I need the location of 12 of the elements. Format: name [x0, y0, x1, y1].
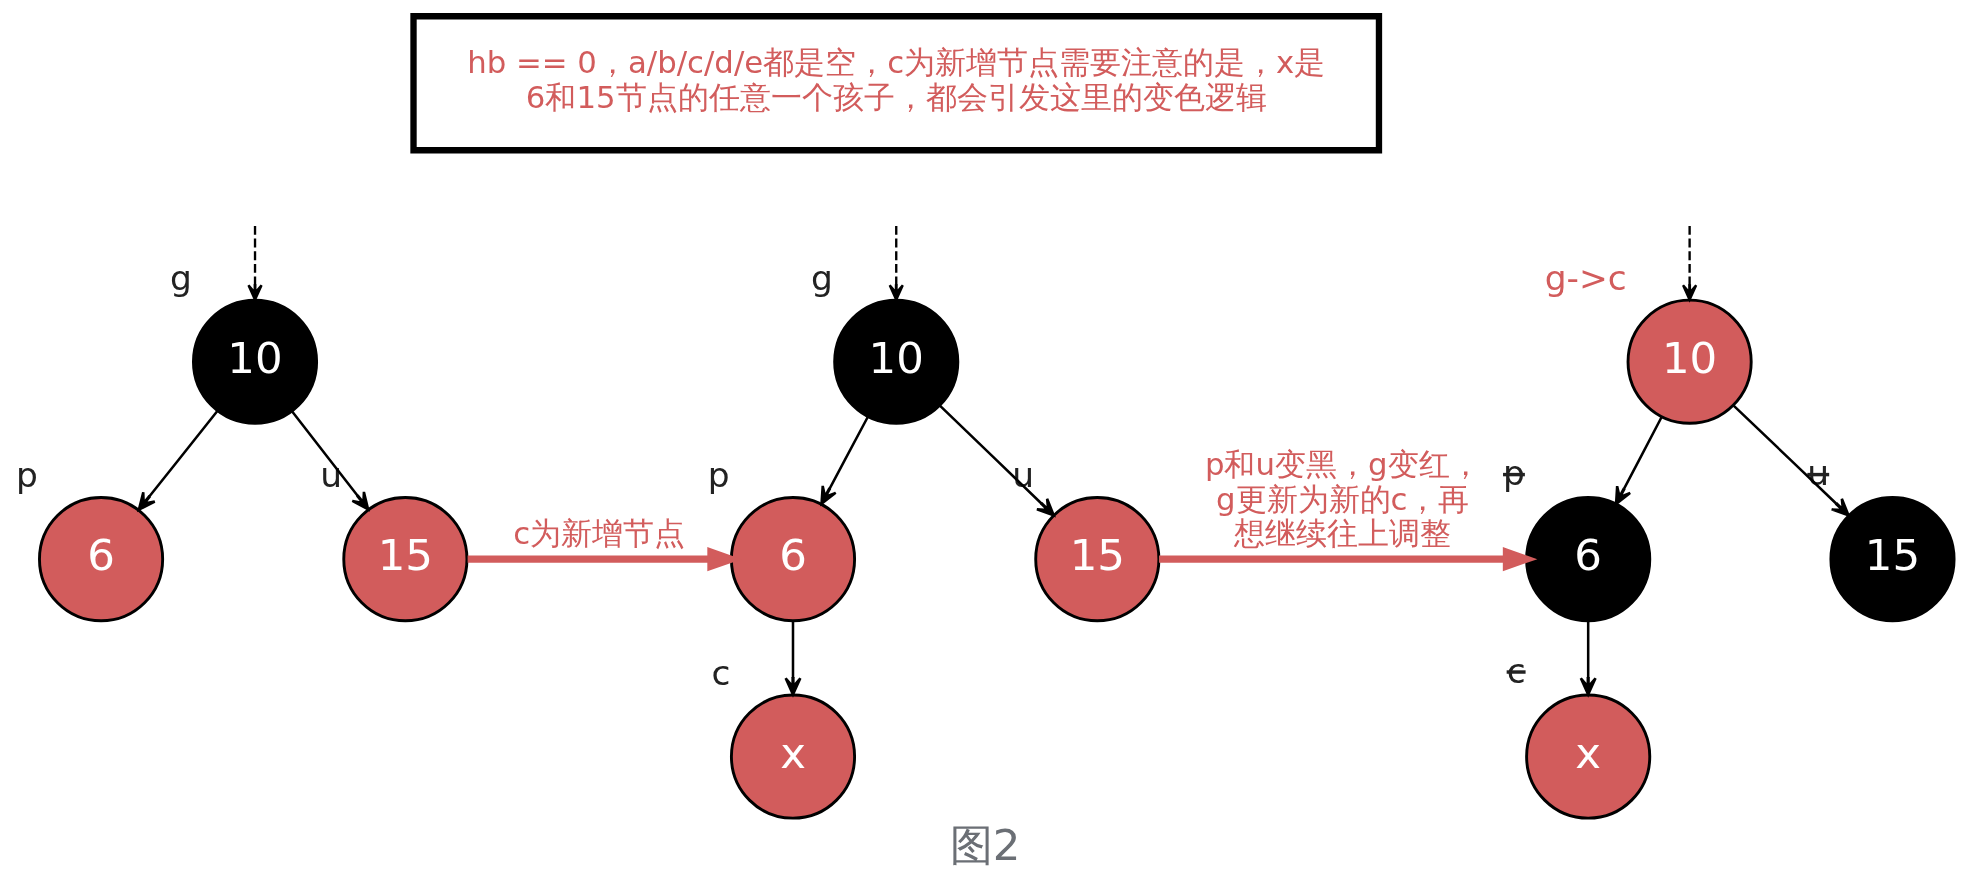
- edge-label: p和u变黑，g变红，g更新为新的c，再想继续往上调整: [1204, 446, 1481, 551]
- edge-label: c为新增节点: [513, 514, 686, 551]
- node-label: u: [320, 455, 343, 496]
- node-label: g->c: [1544, 257, 1627, 298]
- caption: 图2: [949, 820, 1021, 871]
- node-label: c: [711, 652, 731, 693]
- node-label: c: [1506, 650, 1526, 691]
- node-label: p: [15, 455, 38, 496]
- node-label: p: [1503, 453, 1525, 494]
- node-label: p: [707, 455, 730, 496]
- node-label: g: [169, 257, 192, 298]
- node-label: g: [811, 257, 833, 298]
